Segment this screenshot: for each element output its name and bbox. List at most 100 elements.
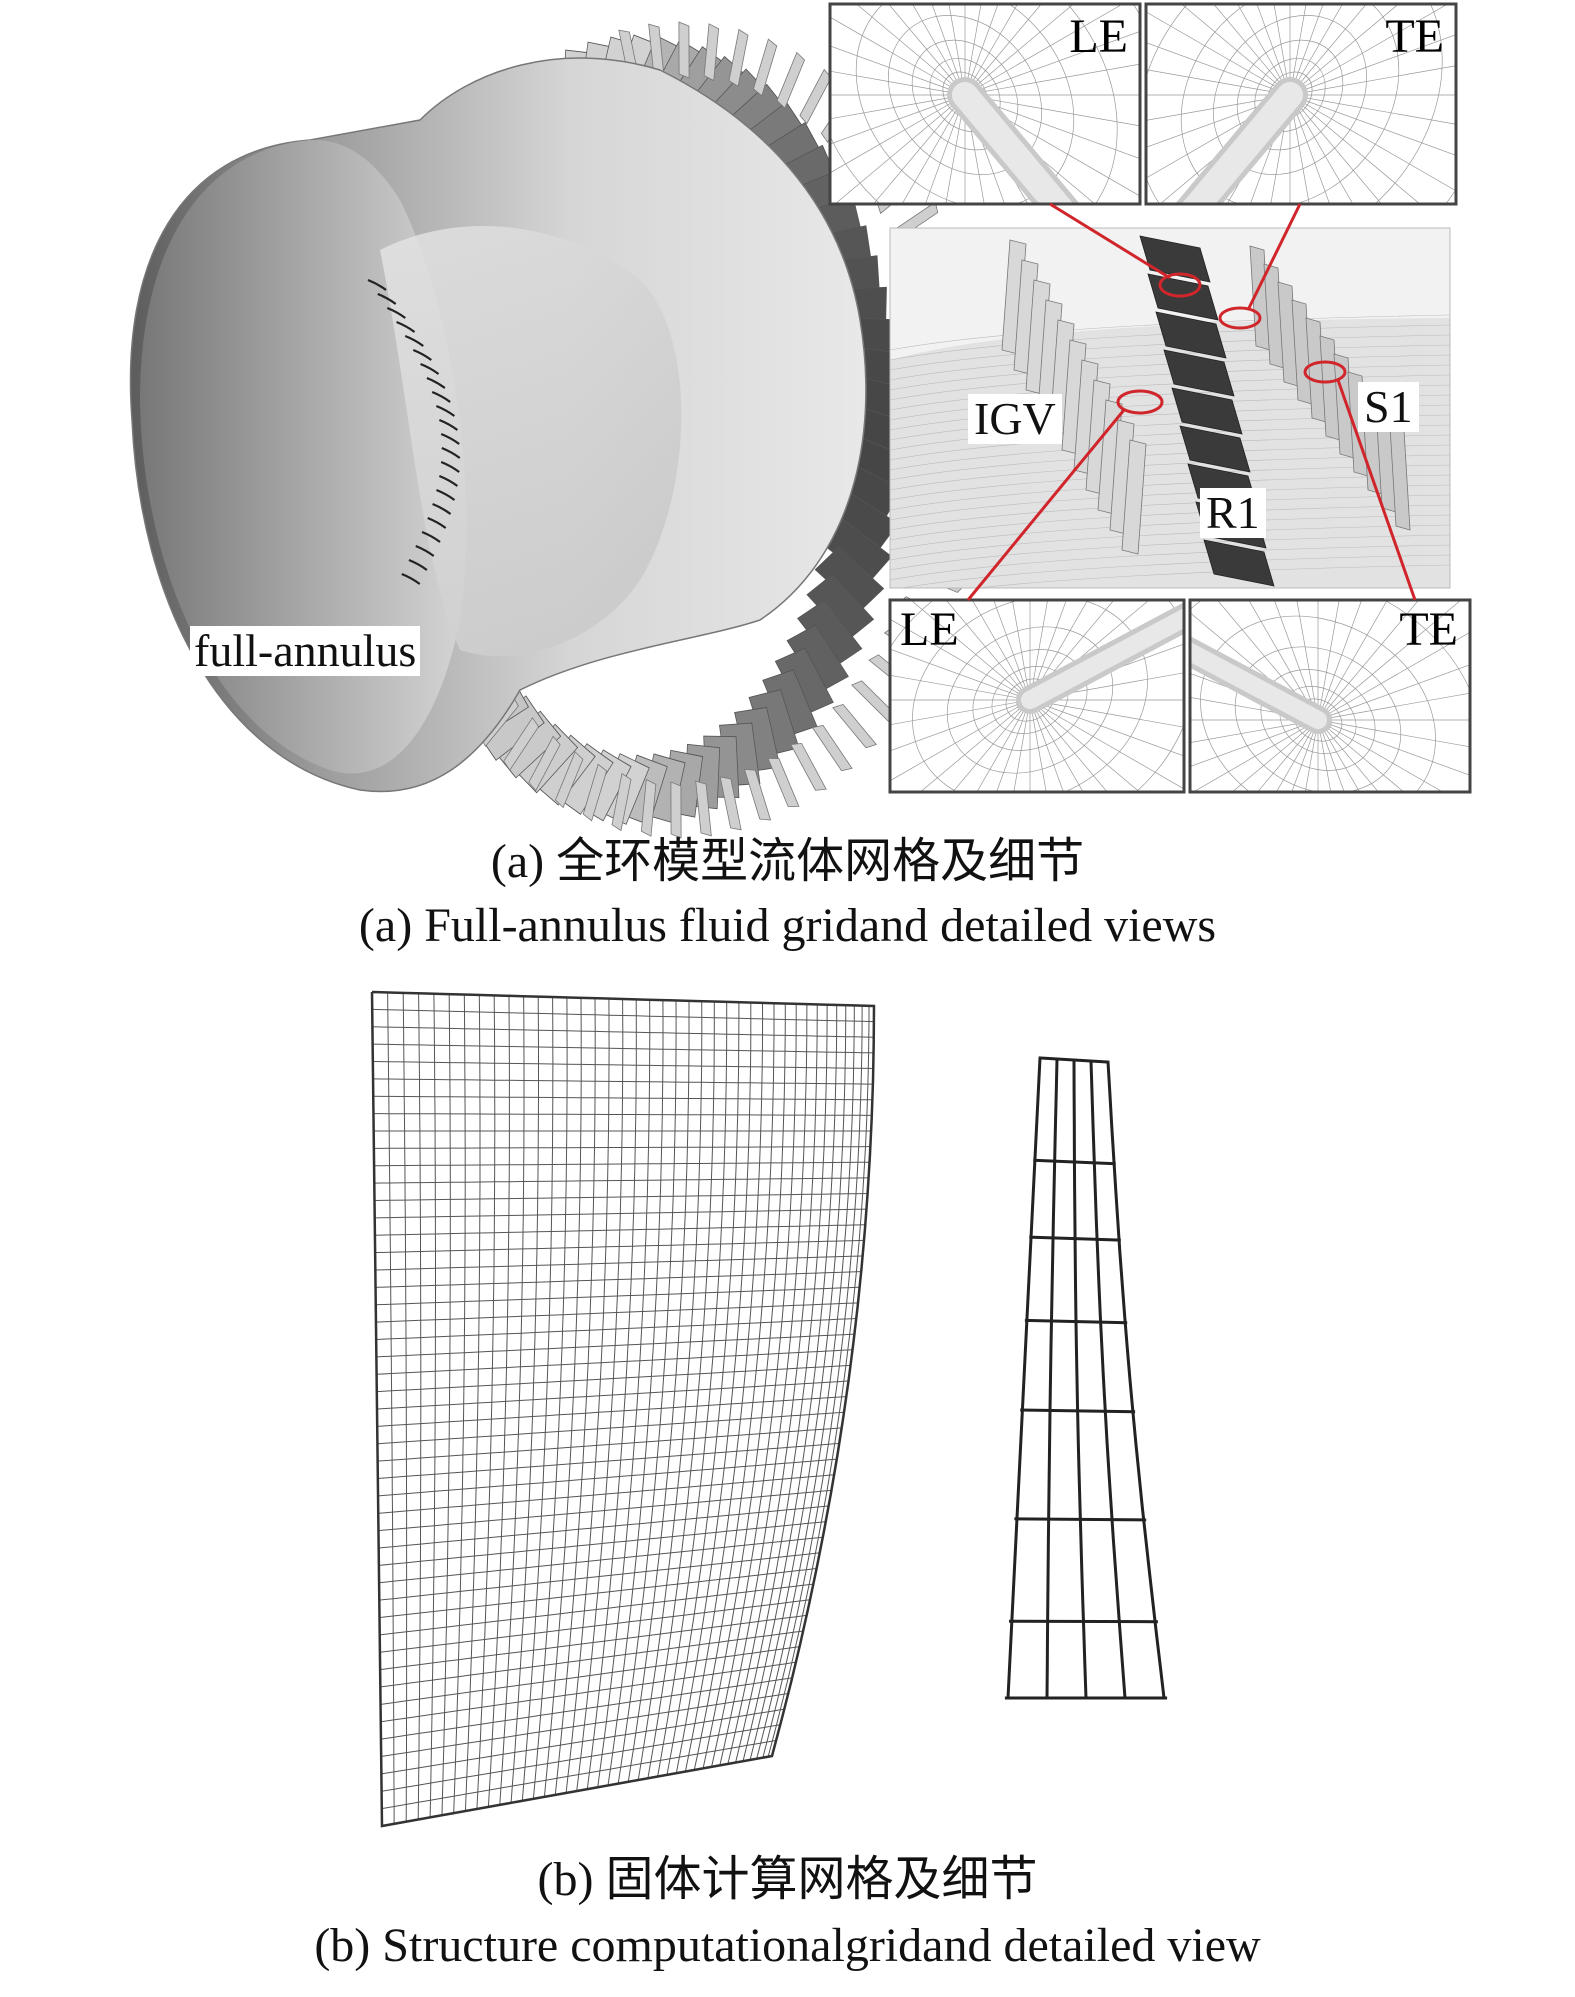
mesh-col-line	[711, 1003, 797, 1767]
inset-bottom-le	[888, 598, 1186, 794]
stator-vane	[695, 780, 712, 837]
igv-vane	[441, 446, 461, 459]
mesh-col-line	[565, 998, 610, 1794]
igv-vane	[367, 278, 387, 291]
mesh-col-line	[576, 998, 624, 1792]
mesh-col-line	[756, 1005, 855, 1759]
rotor-blade	[774, 647, 834, 716]
caption-a-en: (a) Full-annulus fluid gridand detailed …	[358, 899, 1217, 952]
stator-vane	[678, 21, 690, 79]
detail-mesh-col	[1045, 1058, 1059, 1699]
stator-vane	[670, 781, 682, 839]
rotor-blade	[797, 599, 863, 668]
mesh-col-line	[684, 1002, 764, 1772]
igv-vane	[404, 334, 424, 347]
igv-vane	[435, 404, 456, 417]
mesh-col-line	[453, 994, 466, 1814]
mesh-col-line	[767, 1005, 870, 1757]
callout-lines	[966, 202, 1417, 601]
mesh-col-line	[532, 997, 568, 1799]
igv-vane	[431, 390, 451, 403]
r1-blade	[1155, 311, 1227, 359]
igv-vane	[415, 544, 435, 557]
mesh-col-line	[387, 992, 395, 1824]
igv-vane	[396, 320, 416, 333]
inset-top-le	[828, 2, 1142, 206]
igv-blade	[1121, 439, 1147, 555]
mesh-outline	[370, 990, 876, 1828]
stator-vane	[611, 772, 632, 832]
r1-blade	[1163, 349, 1235, 397]
igv-vane	[440, 460, 460, 473]
igv-vane	[438, 418, 459, 431]
inset-top-te-label: TE	[1385, 10, 1444, 63]
igv-label: IGV	[968, 394, 1062, 444]
caption-a-cn: (a) 全环模型流体网格及细节	[490, 835, 1085, 888]
igv-vane	[412, 348, 432, 361]
rotor-blade	[533, 734, 596, 806]
detail-mesh-col	[1072, 1059, 1088, 1699]
igv-vane	[377, 292, 397, 305]
mesh-col-line	[742, 1005, 838, 1762]
stator-vane	[752, 38, 778, 97]
mesh-col-line	[719, 1004, 808, 1766]
r1-blade	[1179, 425, 1251, 473]
mesh-col-line	[666, 1002, 740, 1775]
detail-mesh-col	[1106, 1061, 1166, 1699]
mesh-col-line	[637, 1001, 703, 1781]
igv-vane	[386, 306, 406, 319]
r1-label: R1	[1200, 488, 1266, 538]
full-annulus-label: full-annulus	[190, 626, 421, 676]
mesh-col-line	[627, 1000, 690, 1782]
igv-vane	[408, 558, 428, 571]
stator-vane	[719, 776, 742, 831]
mesh-col-line	[597, 999, 651, 1788]
stator-vane	[799, 68, 832, 125]
rotor-blade	[786, 624, 849, 693]
rotor-blade	[762, 669, 818, 738]
rotor-blade	[806, 573, 875, 641]
igv-vane	[438, 474, 459, 487]
hub-surface	[380, 226, 682, 657]
r1-blade	[1203, 539, 1275, 587]
igv-vane	[421, 530, 441, 543]
mesh-col-line	[675, 1002, 752, 1774]
stator-vane	[790, 742, 827, 791]
stator-vane	[811, 724, 853, 772]
inset-bottom-te	[1188, 598, 1472, 794]
inset-top-te	[1144, 2, 1458, 206]
mesh-col-line	[762, 1005, 863, 1758]
igv-vane	[432, 502, 452, 515]
mesh-col-line	[499, 996, 525, 1805]
stator-vane	[640, 778, 657, 837]
igv-vane	[436, 488, 456, 501]
mesh-col-line	[617, 1000, 677, 1784]
mesh-col-line	[647, 1001, 715, 1779]
stator-vane	[582, 763, 608, 822]
igv-vane	[426, 376, 446, 389]
igv-vane	[420, 362, 440, 375]
mesh-col-line	[735, 1004, 828, 1763]
mesh-col-line	[417, 993, 422, 1820]
stator-vane	[554, 751, 584, 809]
mesh-col-line	[607, 1000, 664, 1786]
solid-blade-mesh-detail	[1004, 1056, 1168, 1700]
full-annulus-model	[129, 21, 989, 839]
mesh-col-line	[441, 994, 451, 1816]
mesh-col-line	[429, 993, 436, 1818]
stator-vane	[703, 23, 720, 82]
rotor-blade	[748, 689, 800, 757]
r1-blade	[1171, 387, 1243, 435]
mesh-col-line	[771, 1006, 875, 1757]
igv-vane	[440, 432, 460, 445]
mesh-col-line	[476, 995, 496, 1810]
mesh-col-line	[402, 992, 408, 1822]
detail-mesh-col	[1006, 1057, 1042, 1699]
mesh-col-line	[510, 996, 539, 1803]
mesh-col-line	[554, 998, 596, 1795]
mesh-col-line	[543, 997, 582, 1797]
rotor-blade	[814, 546, 885, 612]
s1-label: S1	[1358, 382, 1419, 432]
stator-vane	[767, 757, 800, 807]
